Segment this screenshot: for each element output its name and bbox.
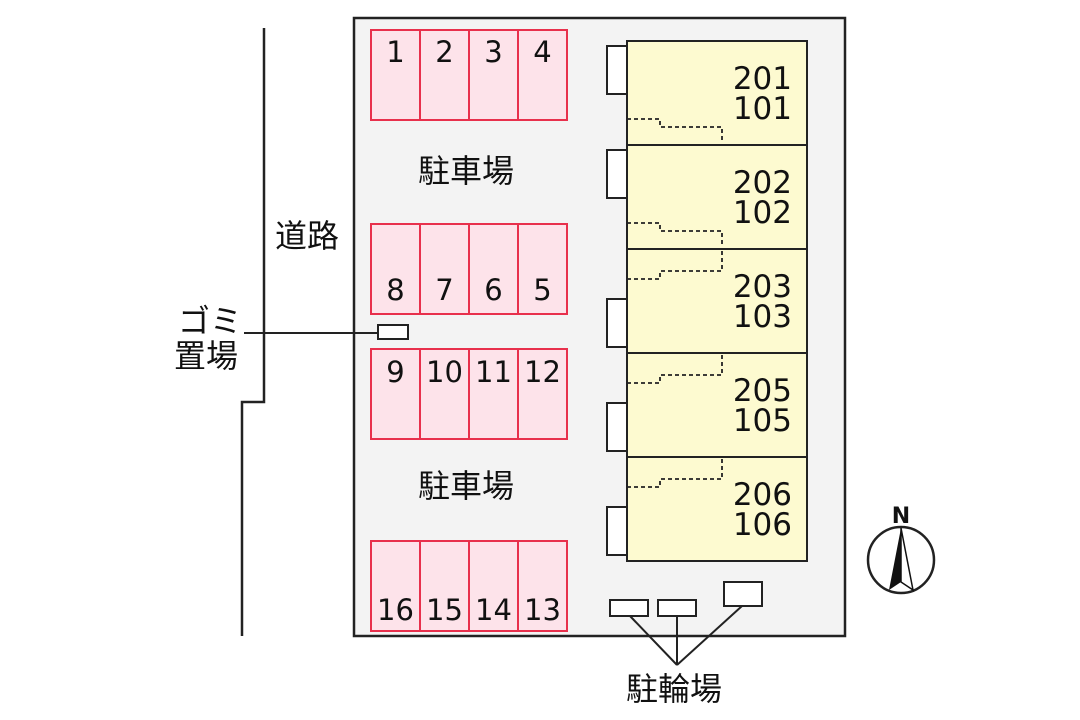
parking-label-2: 駐車場: [418, 467, 514, 505]
parking-stall-number: 16: [377, 593, 414, 627]
unit: [626, 352, 808, 458]
unit-number-lower: 105: [733, 403, 792, 439]
bicycle-rack: [609, 599, 649, 617]
bicycle-leader-line: [676, 605, 743, 666]
entrance-step: [606, 506, 628, 556]
unit-number-lower: 106: [733, 507, 792, 543]
parking-stall-number: 11: [475, 355, 512, 389]
road-label: 道路: [275, 217, 339, 255]
parking-stall-number: 9: [386, 355, 404, 389]
bicycle-rack: [723, 581, 763, 607]
parking-stall: [468, 29, 519, 121]
entrance-step: [606, 149, 628, 199]
parking-stall: [468, 223, 519, 315]
unit-number-upper: 201: [733, 61, 792, 97]
interior-partition: [627, 118, 723, 143]
parking-stall-number: 10: [426, 355, 463, 389]
unit-number-upper: 206: [733, 477, 792, 513]
interior-partition: [627, 459, 723, 488]
parking-stall-number: 15: [426, 593, 463, 627]
parking-stall: [370, 540, 421, 632]
parking-stall-number: 5: [533, 273, 551, 307]
entrance-step: [606, 298, 628, 348]
parking-label-1: 駐車場: [418, 152, 514, 190]
parking-stall-number: 12: [524, 355, 561, 389]
parking-stall: [517, 348, 568, 440]
parking-stall: [370, 348, 421, 440]
unit: [626, 144, 808, 250]
compass-needle-half: [900, 527, 915, 592]
unit-number-upper: 205: [733, 373, 792, 409]
bicycle-parking-label: 駐輪場: [626, 670, 722, 708]
unit-number-upper: 203: [733, 269, 792, 305]
parking-group-4: 16 15 14 13: [370, 540, 568, 632]
garbage-bin: [377, 324, 409, 340]
parking-stall: [468, 348, 519, 440]
bicycle-leader-line: [629, 615, 678, 666]
compass: N: [866, 504, 936, 595]
parking-stall-number: 4: [533, 35, 551, 69]
parking-stall: [517, 29, 568, 121]
unit-number-lower: 103: [733, 299, 792, 335]
parking-stall: [419, 29, 470, 121]
parking-stall-number: 6: [484, 273, 502, 307]
parking-stall-number: 8: [386, 273, 404, 307]
compass-north-label: N: [892, 504, 910, 529]
entrance-step: [606, 45, 628, 95]
unit-number-lower: 102: [733, 195, 792, 231]
bicycle-rack: [657, 599, 697, 617]
parking-stall-number: 14: [475, 593, 512, 627]
interior-partition: [627, 222, 723, 247]
parking-stall-number: 13: [524, 593, 561, 627]
unit-number-upper: 202: [733, 165, 792, 201]
parking-stall: [517, 223, 568, 315]
parking-stall: [468, 540, 519, 632]
garbage-label-line2: 置場: [174, 337, 238, 375]
parking-stall: [370, 223, 421, 315]
parking-stall: [419, 540, 470, 632]
entrance-step: [606, 402, 628, 452]
parking-stall: [419, 348, 470, 440]
unit-number-lower: 101: [733, 91, 792, 127]
interior-partition: [627, 251, 723, 280]
parking-stall: [517, 540, 568, 632]
parking-stall-number: 2: [435, 35, 453, 69]
parking-stall: [419, 223, 470, 315]
parking-stall-number: 7: [435, 273, 453, 307]
unit: [626, 456, 808, 562]
parking-group-3: 9 10 11 12: [370, 348, 568, 440]
parking-stall-number: 1: [386, 35, 404, 69]
interior-partition: [627, 355, 723, 384]
road-edge-line: [240, 28, 266, 636]
garbage-label-line1: ゴミ: [178, 302, 242, 340]
parking-stall-number: 3: [484, 35, 502, 69]
